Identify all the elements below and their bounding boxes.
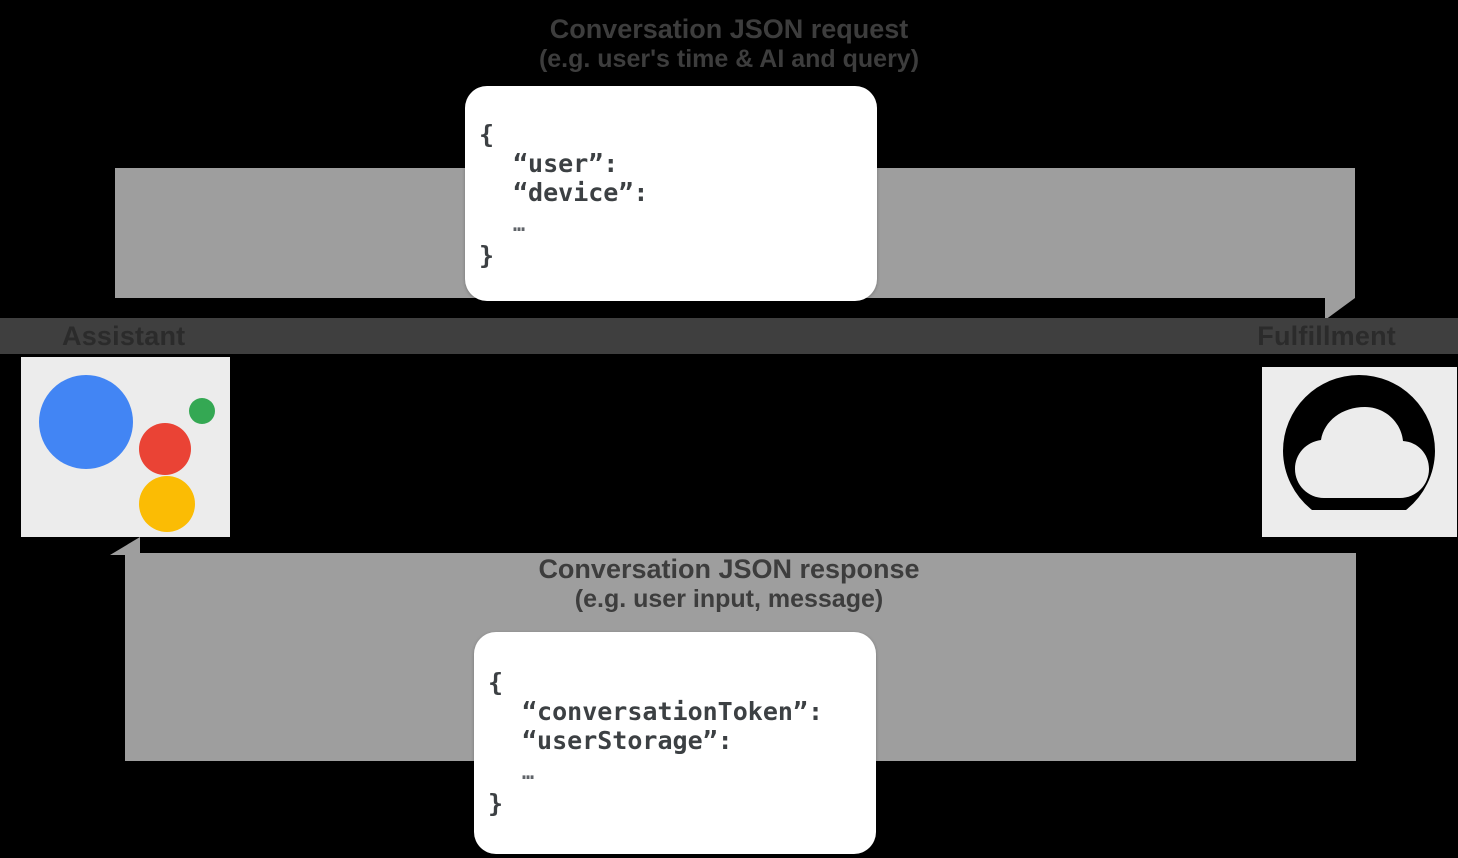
cloud-functions-icon [1262, 367, 1457, 537]
assistant-dot-red [139, 423, 191, 475]
response-json-ellipsis: … [522, 760, 536, 784]
request-json-open-brace: { [479, 120, 495, 149]
request-arrow-head [1325, 298, 1355, 320]
lifeline-divider-bar [0, 318, 1458, 354]
assistant-dot-green [189, 398, 215, 424]
response-caption-main: Conversation JSON response [538, 554, 920, 584]
request-json-card: { “user”: “device”: … } [465, 86, 877, 301]
request-caption: Conversation JSON request (e.g. user's t… [0, 14, 1458, 74]
response-arrow-head [110, 537, 140, 555]
request-json-close-brace: } [479, 241, 495, 270]
endpoint-label-fulfillment: Fulfillment [1257, 321, 1396, 351]
request-caption-main: Conversation JSON request [549, 14, 909, 44]
response-caption: Conversation JSON response (e.g. user in… [0, 554, 1458, 614]
response-json-key-conversation-token: “conversationToken”: [522, 697, 824, 726]
response-caption-sub: (e.g. user input, message) [574, 585, 884, 613]
response-json-close-brace: } [488, 789, 504, 818]
request-json-key-user: “user”: [513, 149, 619, 178]
request-json-key-device: “device”: [513, 178, 649, 207]
assistant-node-tile[interactable] [21, 357, 230, 537]
google-assistant-logo-icon [21, 357, 230, 537]
request-caption-sub: (e.g. user's time & AI and query) [538, 45, 920, 73]
endpoint-label-assistant: Assistant [62, 321, 186, 351]
response-json-key-user-storage: “userStorage”: [522, 726, 733, 755]
fulfillment-node-tile[interactable] [1262, 367, 1457, 537]
request-json-ellipsis: … [513, 212, 527, 236]
assistant-dot-blue [39, 375, 133, 469]
response-json-card: { “conversationToken”: “userStorage”: … … [474, 632, 876, 854]
response-json-open-brace: { [488, 668, 504, 697]
assistant-dot-yellow [139, 476, 195, 532]
